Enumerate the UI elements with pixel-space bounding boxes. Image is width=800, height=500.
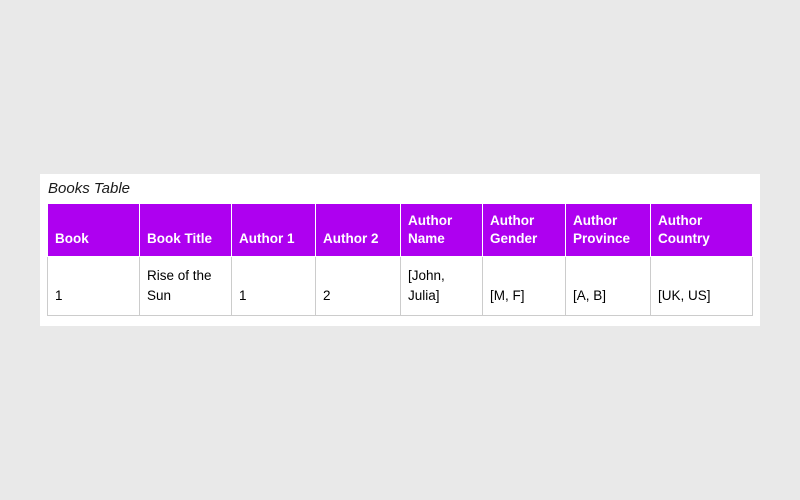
column-header-author-gender: Author Gender [482, 203, 566, 257]
books-table-panel: Books Table Book Book Title Author 1 Aut… [40, 174, 760, 326]
header-row: Book Book Title Author 1 Author 2 Author… [47, 203, 753, 257]
table-title: Books Table [48, 180, 131, 197]
cell-author-province: [A, B] [565, 256, 651, 316]
cell-author-country: [UK, US] [650, 256, 753, 316]
books-table: Book Book Title Author 1 Author 2 Author… [47, 203, 753, 316]
column-header-author-country: Author Country [650, 203, 753, 257]
column-header-book-title: Book Title [139, 203, 232, 257]
cell-author-1: 1 [231, 256, 316, 316]
column-header-author-province: Author Province [565, 203, 651, 257]
cell-author-gender: [M, F] [482, 256, 566, 316]
column-header-author-1: Author 1 [231, 203, 316, 257]
cell-author-2: 2 [315, 256, 401, 316]
table-row: 1 Rise of the Sun 1 2 [John, Julia] [M, … [47, 256, 753, 316]
cell-book-title: Rise of the Sun [139, 256, 232, 316]
column-header-author-name: Author Name [400, 203, 483, 257]
column-header-book: Book [47, 203, 140, 257]
cell-author-name: [John, Julia] [400, 256, 483, 316]
column-header-author-2: Author 2 [315, 203, 401, 257]
cell-book: 1 [47, 256, 140, 316]
